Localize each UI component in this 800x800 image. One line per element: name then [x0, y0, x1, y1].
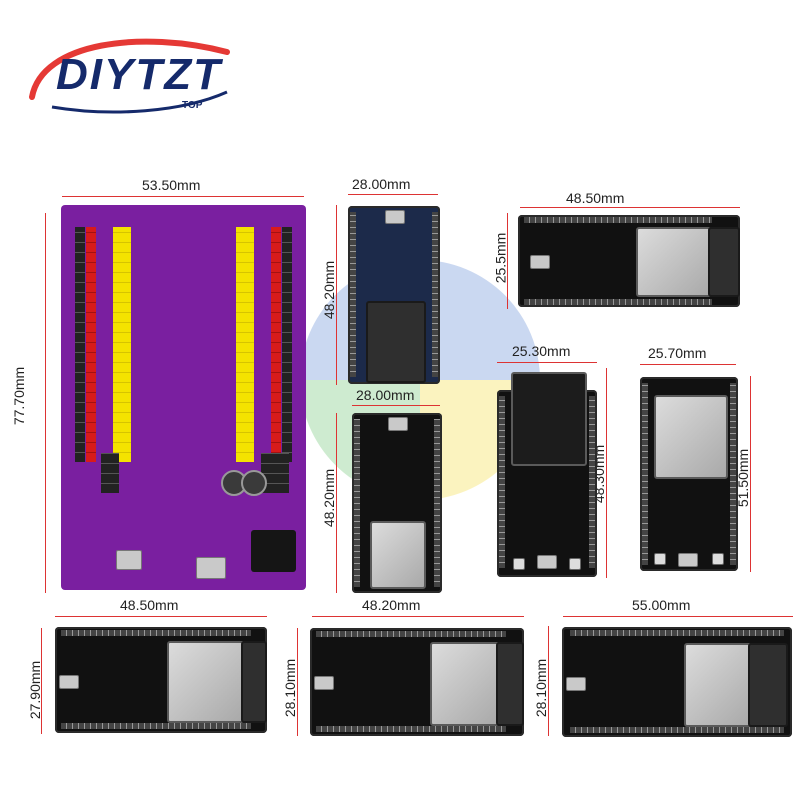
board4-width-label: 25.30mm: [512, 343, 571, 359]
esp32-module: [636, 227, 712, 297]
header-strip: [113, 227, 131, 462]
esp32-module: [370, 521, 426, 589]
reset-button: [569, 558, 581, 570]
board2-width-arrow: [520, 207, 740, 208]
antenna-area: [241, 641, 267, 723]
micro-usb-port: [388, 417, 408, 431]
board1-height-label: 48.20mm: [321, 260, 338, 320]
dc-jack: [251, 530, 296, 572]
pin-header: [61, 723, 251, 729]
board3-height-label: 48.20mm: [321, 468, 338, 528]
micro-usb-port: [196, 557, 226, 579]
header-strip: [75, 227, 85, 462]
board2-height-arrow: [507, 213, 508, 309]
pin-header: [524, 217, 712, 223]
pin-header: [432, 212, 438, 377]
capacitor: [241, 470, 267, 496]
brand-logo: DIYTZT TOP: [12, 22, 244, 122]
board5-width-arrow: [640, 364, 736, 365]
esp32-module: [654, 395, 728, 479]
header-strip: [101, 453, 119, 493]
header-strip: [271, 227, 281, 462]
reset-button: [712, 553, 724, 565]
board7-height-label: 28.10mm: [282, 658, 299, 718]
pin-header: [434, 419, 440, 587]
board4-width-arrow: [497, 362, 597, 363]
board6-height-arrow: [41, 628, 42, 734]
pin-header: [499, 396, 505, 568]
board5-width-label: 25.70mm: [648, 345, 707, 361]
esp32-module: [511, 372, 587, 466]
pin-header: [316, 631, 506, 637]
board3-width-label: 28.00mm: [356, 387, 415, 403]
usb-c-port: [116, 550, 142, 570]
antenna-area: [496, 642, 524, 726]
board4-height-arrow: [606, 368, 607, 578]
header-strip: [282, 227, 292, 462]
esp32-devkit-board: [562, 627, 792, 737]
board3-width-arrow: [352, 405, 440, 406]
shield-width-label: 53.50mm: [142, 177, 201, 193]
micro-usb-port: [385, 210, 405, 224]
esp32-module: [684, 643, 752, 727]
board3-height-arrow: [336, 413, 337, 593]
esp32-devkit-board: [352, 413, 442, 593]
board8-width-label: 55.00mm: [632, 597, 691, 613]
micro-usb-port: [537, 555, 557, 569]
board8-width-arrow: [563, 616, 793, 617]
board7-width-arrow: [312, 616, 524, 617]
logo-subtext: TOP: [182, 100, 203, 111]
pin-header: [61, 630, 251, 636]
board1-height-arrow: [336, 205, 337, 385]
shield-height-arrow: [45, 213, 46, 593]
esp32-module: [167, 641, 245, 723]
pin-header: [589, 396, 595, 568]
esp32-devkit-board: [518, 215, 740, 307]
antenna-area: [708, 227, 740, 297]
esp32-module: [366, 301, 426, 383]
pin-header: [730, 383, 736, 565]
board1-width-arrow: [348, 194, 438, 195]
pin-header: [570, 727, 784, 733]
boot-button: [654, 553, 666, 565]
micro-usb-port: [59, 675, 79, 689]
pin-header: [642, 383, 648, 565]
pin-header: [570, 630, 784, 636]
shield-height-label: 77.70mm: [11, 366, 28, 426]
pin-header: [524, 299, 712, 305]
pin-header: [316, 726, 506, 732]
esp32-devkit-board: [310, 628, 524, 736]
micro-usb-port: [530, 255, 550, 269]
board7-height-arrow: [297, 628, 298, 736]
header-strip: [86, 227, 96, 462]
logo-swoosh-icon: [29, 38, 230, 114]
logo-wordmark: DIYTZT: [56, 50, 222, 99]
shield-width-arrow: [62, 196, 304, 197]
header-strip: [236, 227, 254, 462]
antenna-area: [748, 643, 788, 727]
esp32-devkit-board: [497, 372, 597, 577]
esp32-module: [430, 642, 500, 726]
micro-usb-port: [314, 676, 334, 690]
esp32-devkit-board: [55, 627, 267, 733]
esp32-devkit-board: [348, 206, 440, 384]
usb-c-port: [678, 553, 698, 567]
pin-header: [350, 212, 356, 377]
board1-width-label: 28.00mm: [352, 176, 411, 192]
board2-width-label: 48.50mm: [566, 190, 625, 206]
micro-usb-port: [566, 677, 586, 691]
pin-header: [354, 419, 360, 587]
board8-height-label: 28.10mm: [533, 658, 550, 718]
board8-height-arrow: [548, 626, 549, 736]
board6-width-label: 48.50mm: [120, 597, 179, 613]
expansion-shield-board: [61, 205, 306, 590]
boot-button: [513, 558, 525, 570]
board7-width-label: 48.20mm: [362, 597, 421, 613]
board5-height-arrow: [750, 376, 751, 572]
board6-width-arrow: [55, 616, 267, 617]
esp32-devkit-board: [640, 377, 738, 571]
board2-height-label: 25.5mm: [492, 232, 509, 284]
